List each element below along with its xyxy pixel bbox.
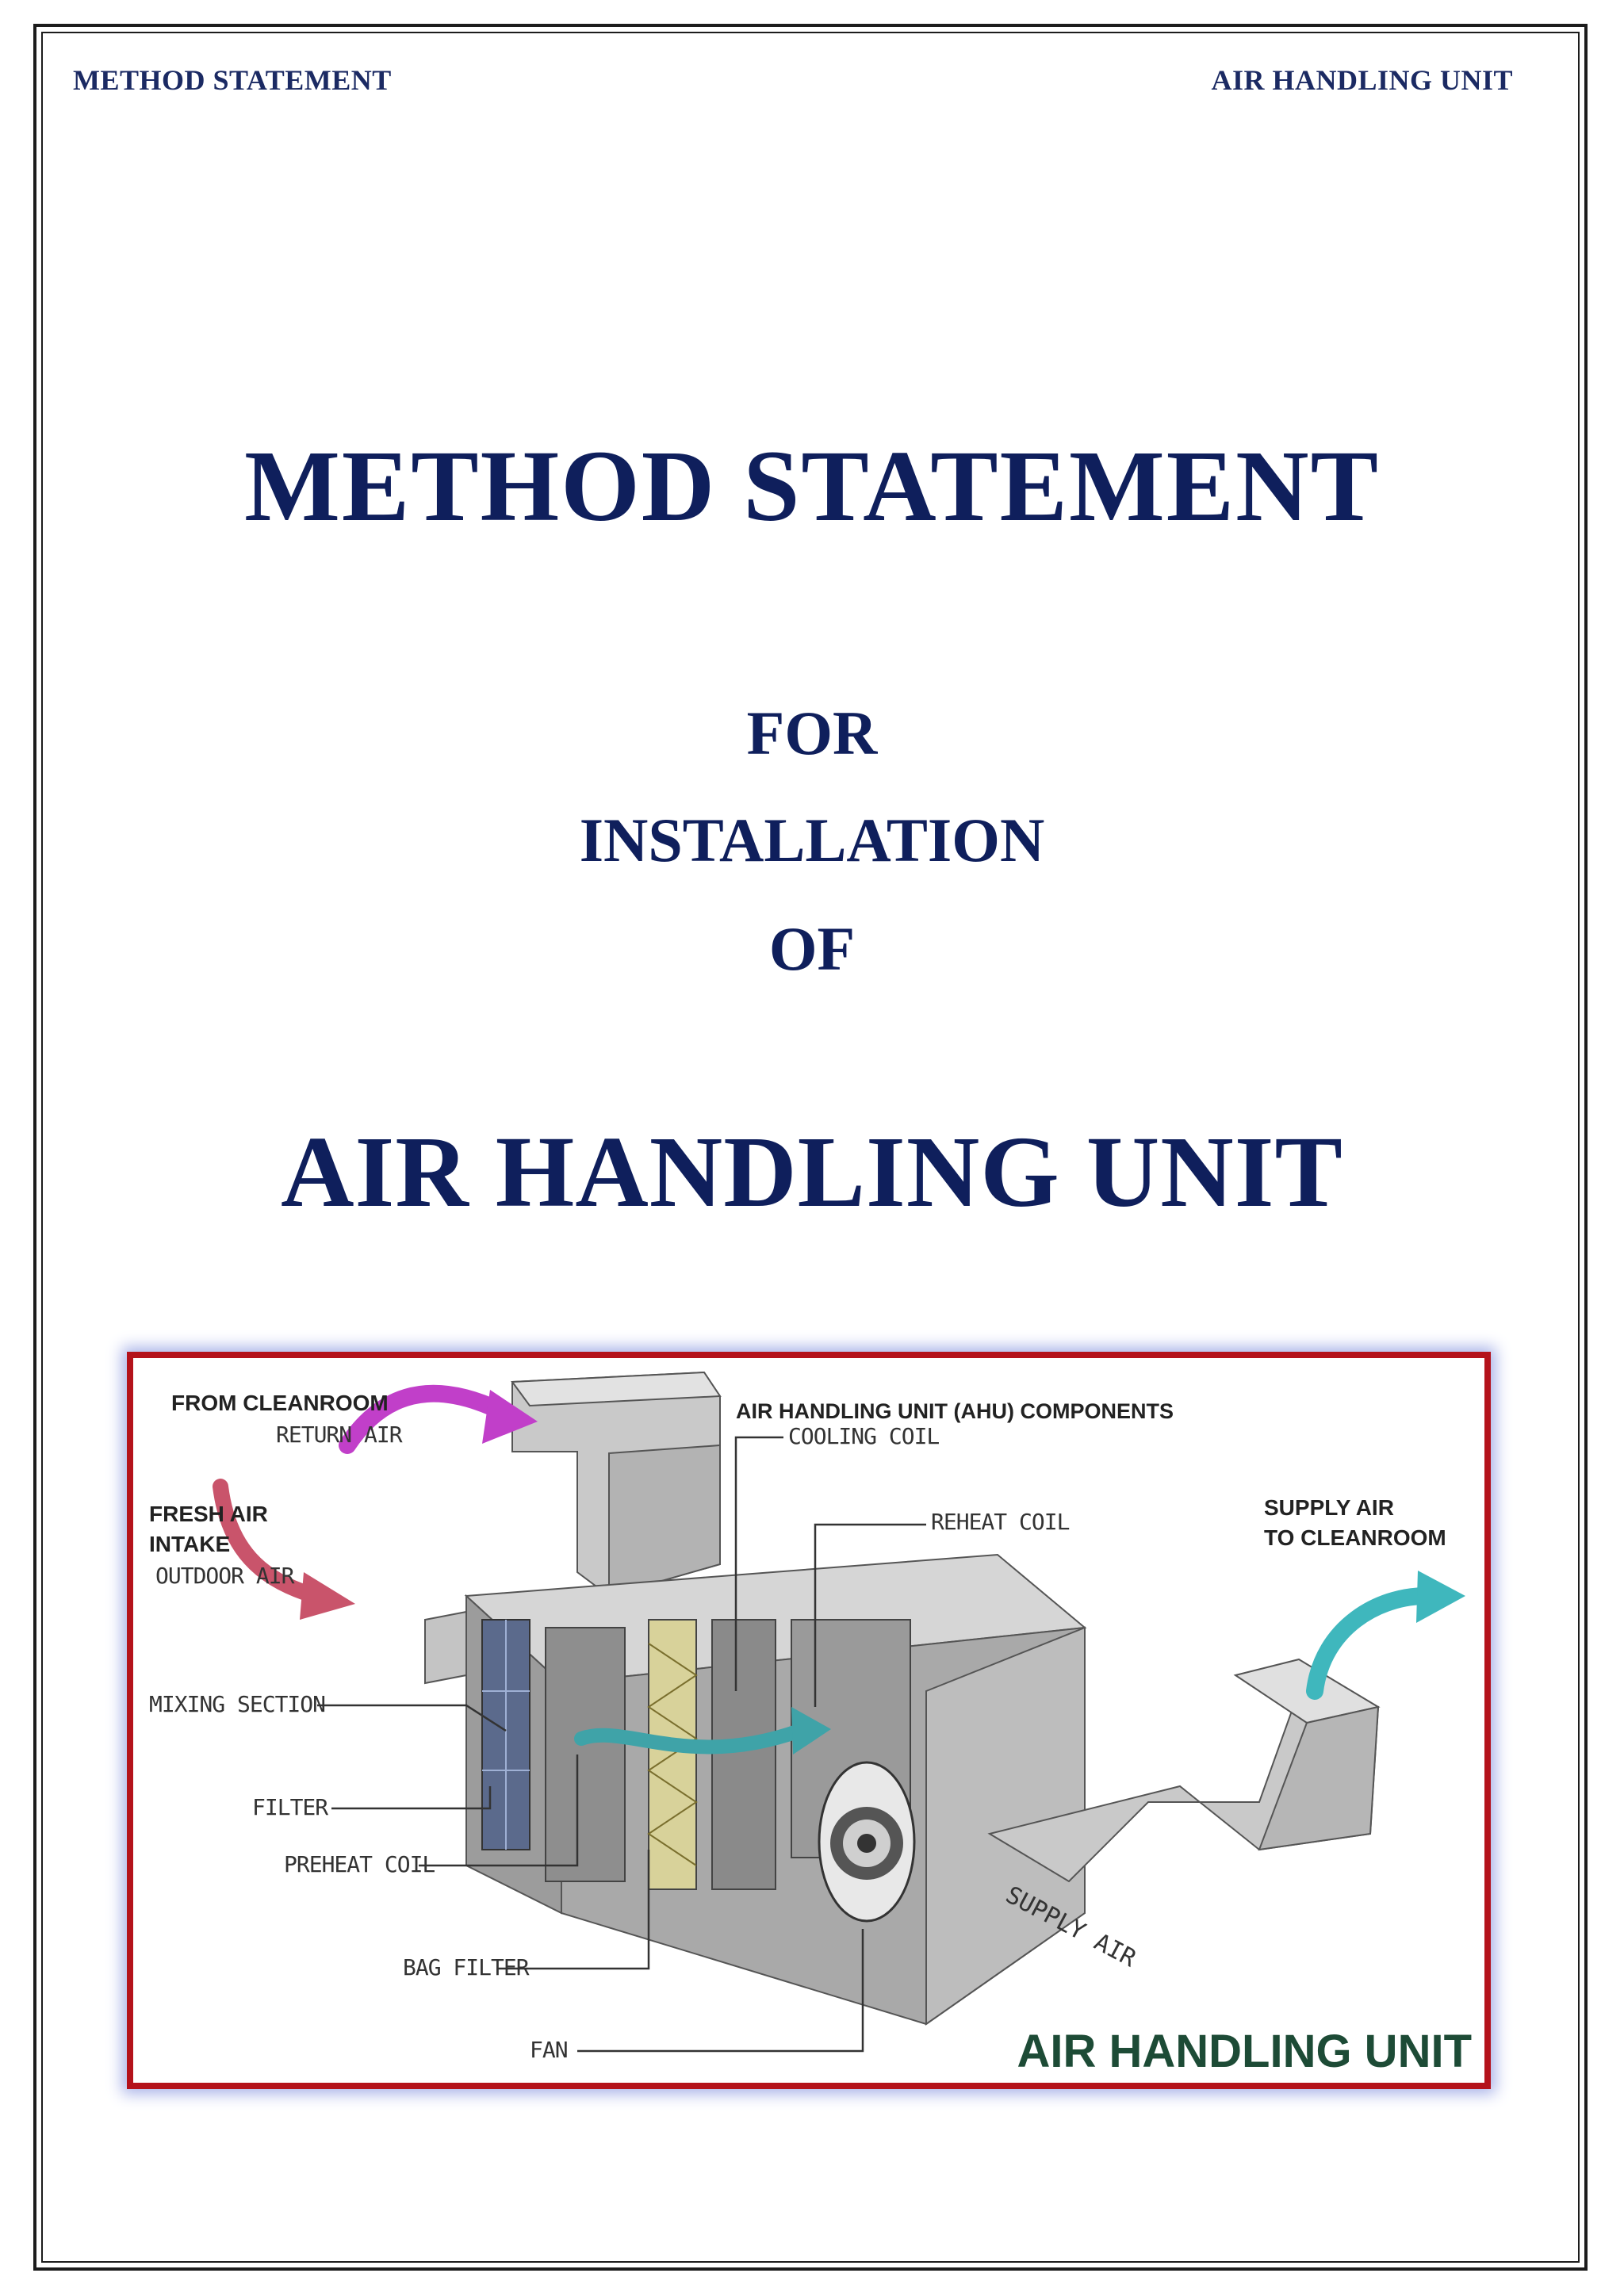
- main-title: METHOD STATEMENT: [244, 430, 1380, 542]
- label-from-cleanroom: FROM CLEANROOM: [171, 1391, 389, 1415]
- fresh-air-arrow-head: [300, 1572, 355, 1620]
- figure-heading: AIR HANDLING UNIT (AHU) COMPONENTS: [736, 1399, 1174, 1423]
- label-supply-air: SUPPLY AIR: [1264, 1495, 1394, 1520]
- supply-air-arrow-head: [1416, 1571, 1465, 1623]
- ahu-diagram: AIR HANDLING UNIT (AHU) COMPONENTS FROM …: [127, 1352, 1491, 2089]
- leader-lines: [317, 1436, 926, 2053]
- page-border-inner: [41, 32, 1580, 2263]
- ahu-illustration: [213, 1371, 1465, 2053]
- return-air-arrow-head: [482, 1390, 538, 1444]
- return-air-arrow: [339, 1384, 515, 1454]
- fan-icon: [818, 1761, 916, 1923]
- label-reheat-coil: REHEAT COIL: [931, 1509, 1070, 1535]
- header-left: METHOD STATEMENT: [73, 64, 392, 96]
- title-installation: INSTALLATION: [579, 806, 1045, 874]
- page-border-outer: [33, 24, 1588, 2271]
- label-bag-filter: BAG FILTER: [403, 1954, 530, 1980]
- title-for: FOR: [746, 698, 878, 767]
- label-intake: INTAKE: [149, 1532, 231, 1556]
- label-return-air: RETURN AIR: [276, 1422, 403, 1448]
- supply-air-arrow: [1306, 1587, 1434, 1700]
- internal-flow-arrow: [574, 1724, 806, 1755]
- fresh-air-arrow: [213, 1479, 324, 1604]
- label-to-cleanroom: TO CLEANROOM: [1264, 1525, 1446, 1550]
- subject-title: AIR HANDLING UNIT: [281, 1115, 1343, 1228]
- label-filter: FILTER: [252, 1794, 328, 1820]
- return-duct: [511, 1371, 722, 1598]
- label-mixing-section: MIXING SECTION: [149, 1691, 326, 1717]
- ahu-housing: [424, 1553, 1087, 2026]
- label-fan: FAN: [530, 2037, 569, 2063]
- internal-flow-arrow-head: [791, 1707, 831, 1755]
- header-right: AIR HANDLING UNIT: [1211, 64, 1513, 96]
- figure-caption: AIR HANDLING UNIT: [1017, 2026, 1472, 2077]
- label-fresh-air: FRESH AIR: [149, 1502, 268, 1526]
- label-cooling-coil: COOLING COIL: [788, 1423, 940, 1449]
- title-of: OF: [768, 914, 856, 983]
- label-outdoor-air: OUTDOOR AIR: [155, 1563, 294, 1589]
- label-preheat-coil: PREHEAT COIL: [284, 1851, 435, 1877]
